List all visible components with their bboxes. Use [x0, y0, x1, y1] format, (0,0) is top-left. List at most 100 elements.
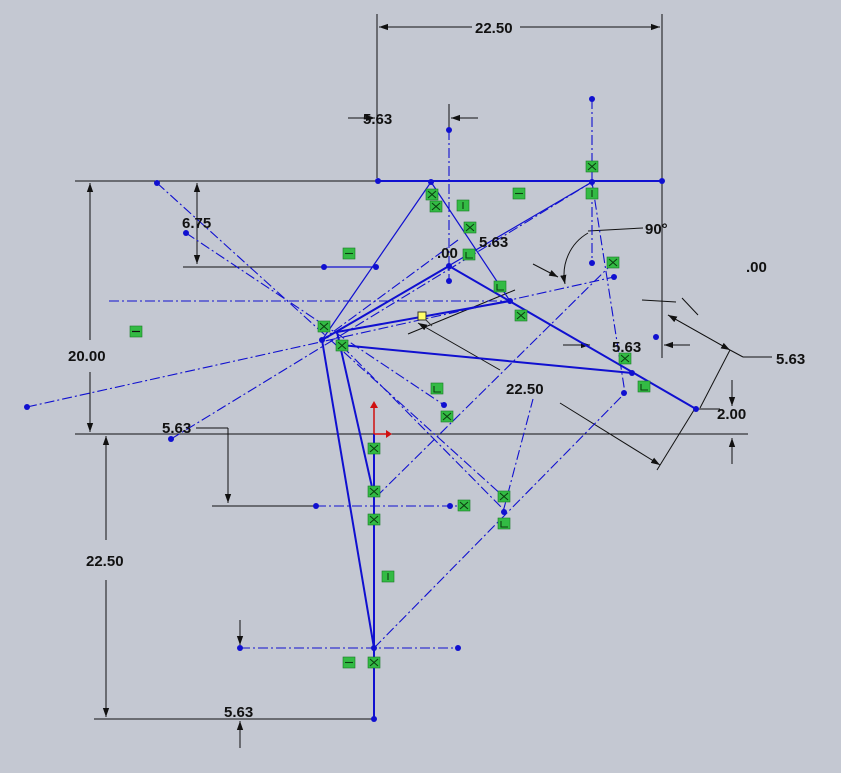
dimension-lines-part[interactable] — [699, 349, 731, 409]
sketch-points-part[interactable] — [441, 402, 447, 408]
sketch-points-part[interactable] — [371, 716, 377, 722]
dim-right-offset[interactable]: 5.63 — [612, 339, 641, 356]
sketch-points-part[interactable] — [507, 298, 513, 304]
sketch-points-part[interactable] — [313, 503, 319, 509]
sketch-points-part[interactable] — [621, 390, 627, 396]
dimension-labels[interactable]: 22.50 5.63 20.00 6.75 5.63 22.50 5.63 .0… — [68, 20, 805, 721]
dim-left-offset[interactable]: 5.63 — [162, 420, 191, 437]
sketch-geometry[interactable] — [321, 180, 697, 719]
coincident-relation-icon-part[interactable] — [369, 444, 379, 453]
sketch-points-part[interactable] — [428, 179, 434, 185]
dimension-lines-part[interactable] — [729, 349, 744, 358]
sketch-geometry-part[interactable] — [321, 339, 375, 649]
sketch-points-part[interactable] — [321, 264, 327, 270]
coincident-relation-icon-part[interactable] — [431, 202, 441, 211]
perpendicular-relation-icon-part[interactable] — [462, 248, 476, 261]
coincident-relation-icon-part[interactable] — [337, 341, 347, 350]
sketch-geometry-part[interactable] — [321, 181, 593, 341]
sketch-points-part[interactable] — [589, 96, 595, 102]
cursor-point-icon-part[interactable] — [417, 311, 427, 321]
sketch-points-part[interactable] — [659, 178, 665, 184]
dim-upper-left-offset[interactable]: 6.75 — [182, 215, 211, 232]
coincident-relation-icon-part[interactable] — [499, 492, 509, 501]
sketch-points-part[interactable] — [629, 370, 635, 376]
dimension-lines-part[interactable] — [417, 322, 501, 371]
sketch-points-part[interactable] — [446, 263, 452, 269]
sketch-points-part[interactable] — [589, 260, 595, 266]
dimension-lines-part[interactable] — [407, 289, 516, 335]
origin-icon-part[interactable] — [386, 430, 392, 438]
sketch-points-part[interactable] — [589, 179, 595, 185]
origin-icon-part[interactable] — [370, 401, 378, 408]
sketch-points-part[interactable] — [24, 404, 30, 410]
sketch-geometry-part[interactable] — [448, 265, 697, 410]
construction-lines-part[interactable] — [373, 261, 615, 500]
perpendicular-relation-icon-part[interactable] — [433, 386, 441, 393]
sketch-geometry-part[interactable] — [340, 344, 633, 374]
dim-left-height[interactable]: 20.00 — [68, 348, 106, 365]
perpendicular-relation-icon-part[interactable] — [640, 384, 648, 391]
perpendicular-relation-icon-part[interactable] — [430, 382, 444, 395]
dimension-lines-part[interactable] — [587, 227, 644, 232]
sketch-points-part[interactable] — [611, 274, 617, 280]
sketch-points[interactable] — [24, 96, 699, 722]
dim-right-tilted[interactable]: 5.63 — [776, 351, 805, 368]
coincident-relation-icon-part[interactable] — [459, 501, 469, 510]
sketch-points-part[interactable] — [447, 503, 453, 509]
dim-top-offset[interactable]: 5.63 — [363, 111, 392, 128]
dimension-lines-part[interactable] — [681, 297, 699, 316]
construction-lines-part[interactable] — [341, 345, 505, 511]
coincident-relation-icon-part[interactable] — [587, 162, 597, 171]
dim-center-value[interactable]: .00 — [437, 245, 458, 262]
relations[interactable] — [129, 160, 651, 669]
perpendicular-relation-icon-part[interactable] — [496, 284, 504, 291]
coincident-relation-icon-part[interactable] — [608, 258, 618, 267]
coincident-relation-icon-part[interactable] — [369, 515, 379, 524]
sketch-points-part[interactable] — [183, 230, 189, 236]
sketch-points-part[interactable] — [693, 406, 699, 412]
dim-bottom-offset[interactable]: 5.63 — [224, 704, 253, 721]
coincident-relation-icon-part[interactable] — [319, 322, 329, 331]
sketch-geometry-part[interactable] — [321, 181, 432, 341]
dimension-lines-part[interactable] — [656, 409, 695, 471]
sketch-points-part[interactable] — [154, 180, 160, 186]
dim-top-width[interactable]: 22.50 — [475, 20, 513, 37]
dimension-lines-part[interactable] — [560, 232, 589, 285]
coincident-relation-icon-part[interactable] — [465, 223, 475, 232]
coincident-relation-icon-part[interactable] — [369, 487, 379, 496]
sketch-points-part[interactable] — [168, 436, 174, 442]
dimension-lines-part[interactable] — [559, 402, 661, 466]
coincident-relation-icon-part[interactable] — [620, 354, 630, 363]
sketch-points-part[interactable] — [373, 264, 379, 270]
dim-diagonal-length[interactable]: 22.50 — [506, 381, 544, 398]
sketch-points-part[interactable] — [319, 337, 325, 343]
coincident-relation-icon-part[interactable] — [442, 412, 452, 421]
perpendicular-relation-icon-part[interactable] — [465, 252, 473, 259]
dim-lower-height[interactable]: 22.50 — [86, 553, 124, 570]
perpendicular-relation-icon-part[interactable] — [493, 280, 507, 293]
sketch-points-part[interactable] — [501, 509, 507, 515]
construction-lines-part[interactable] — [373, 392, 626, 649]
coincident-relation-icon-part[interactable] — [516, 311, 526, 320]
dim-center[interactable]: 5.63 — [479, 234, 508, 251]
dim-right-small[interactable]: 2.00 — [717, 406, 746, 423]
dimension-lines-part[interactable] — [667, 314, 731, 351]
dimension-lines-part[interactable] — [641, 299, 677, 303]
coincident-relation-icon-part[interactable] — [427, 190, 437, 199]
sketch-points-part[interactable] — [237, 645, 243, 651]
construction-lines-part[interactable] — [185, 232, 445, 406]
dim-right-value[interactable]: .00 — [746, 259, 767, 276]
perpendicular-relation-icon-part[interactable] — [500, 521, 508, 528]
sketch-points-part[interactable] — [446, 127, 452, 133]
dim-angle[interactable]: 90° — [645, 221, 668, 238]
sketch-points-part[interactable] — [455, 645, 461, 651]
construction-lines-part[interactable] — [321, 239, 459, 341]
construction-lines-part[interactable] — [156, 182, 505, 498]
construction-lines-part[interactable] — [170, 181, 593, 440]
sketch-points-part[interactable] — [375, 178, 381, 184]
dimension-lines-part[interactable] — [532, 263, 559, 278]
cursor-point-icon-part[interactable] — [425, 319, 433, 327]
perpendicular-relation-icon-part[interactable] — [637, 380, 651, 393]
